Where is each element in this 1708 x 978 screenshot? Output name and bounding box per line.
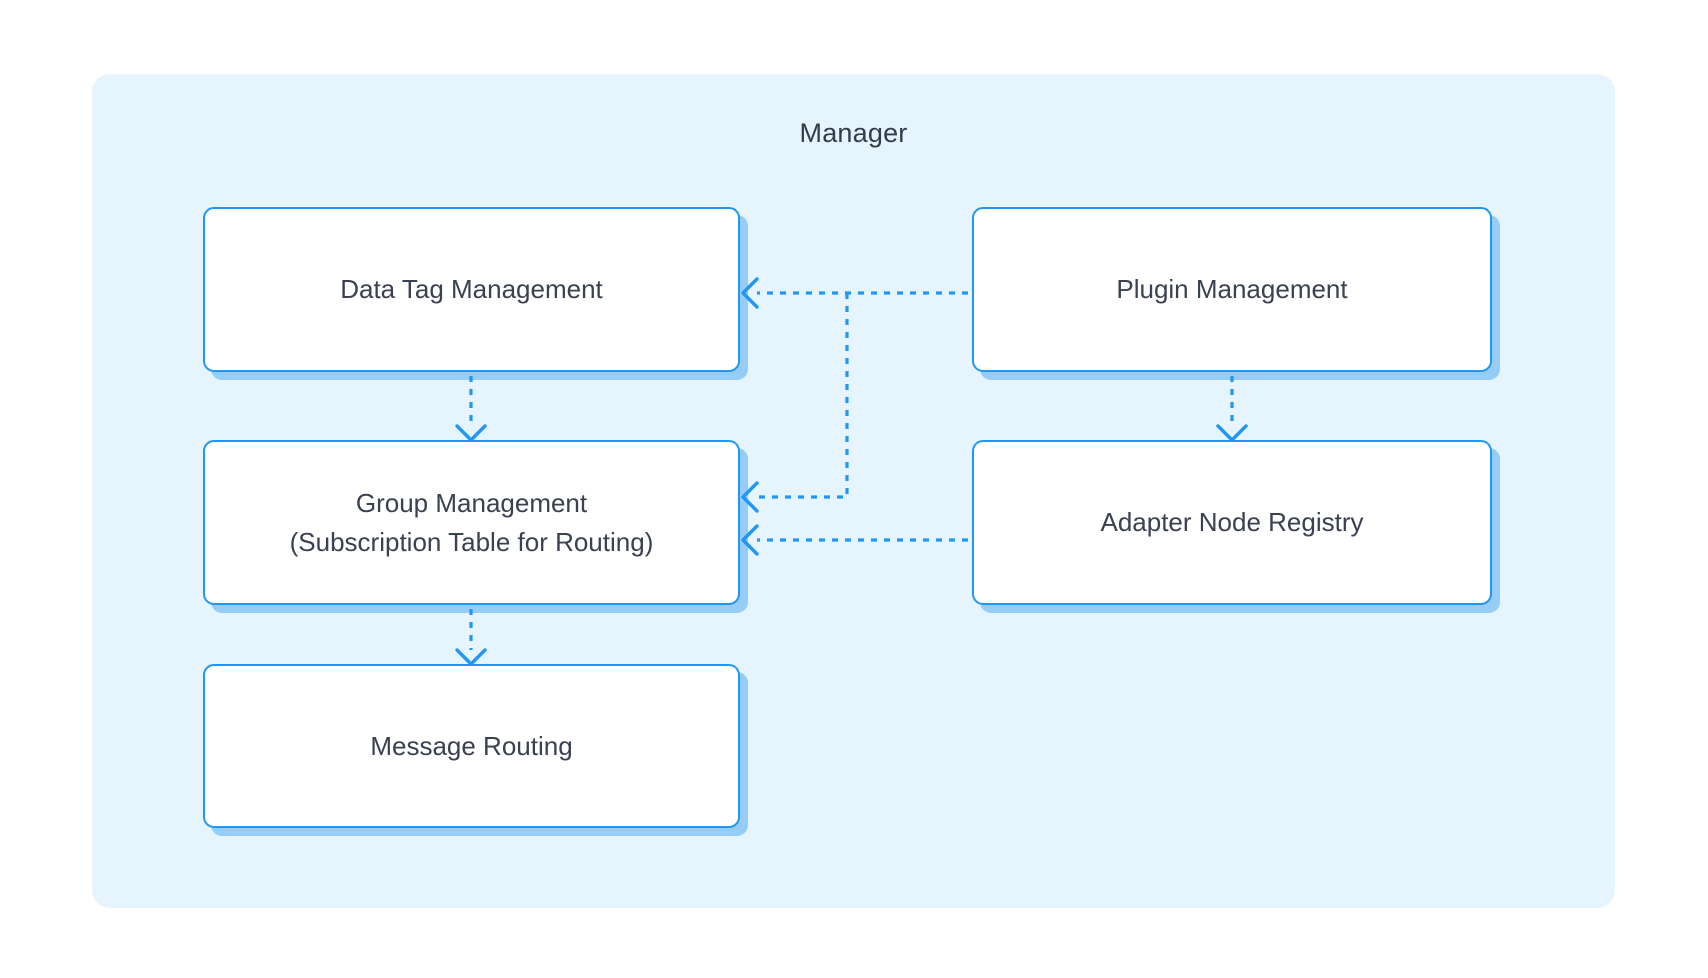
node-data-tag-management-label: Data Tag Management [340, 274, 603, 305]
node-message-routing-label: Message Routing [370, 730, 573, 761]
node-adapter-node-registry-label: Adapter Node Registry [1100, 507, 1364, 538]
manager-group-title: Manager [799, 118, 908, 148]
node-group-management[interactable]: Group Management (Subscription Table for… [203, 440, 740, 605]
node-plugin-management-label: Plugin Management [1116, 274, 1348, 305]
node-message-routing[interactable]: Message Routing [203, 664, 740, 828]
node-group-management-label: Group Management (Subscription Table for… [289, 488, 654, 557]
node-data-tag-management[interactable]: Data Tag Management [203, 207, 740, 372]
node-adapter-node-registry[interactable]: Adapter Node Registry [972, 440, 1492, 605]
node-plugin-management[interactable]: Plugin Management [972, 207, 1492, 372]
